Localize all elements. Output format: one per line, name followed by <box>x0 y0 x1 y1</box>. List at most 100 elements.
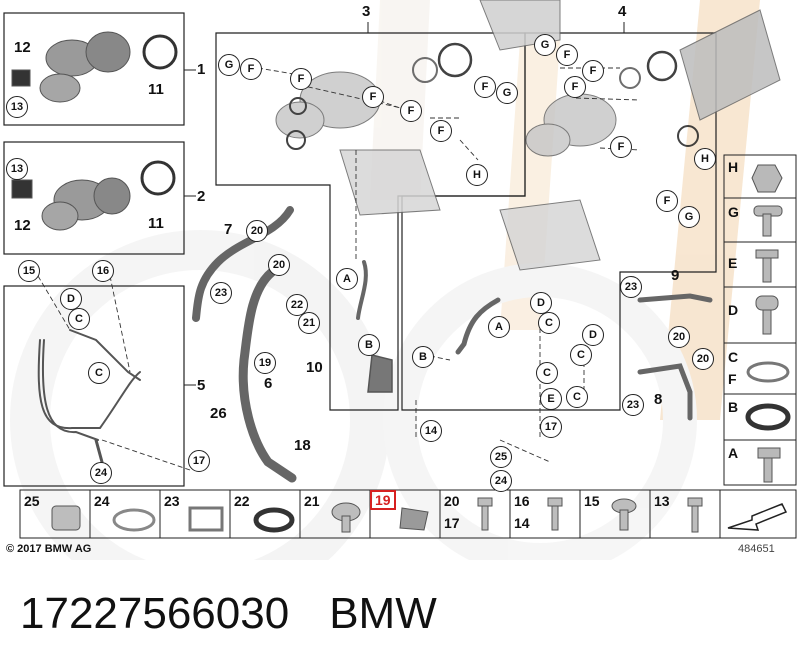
callout-number: 21 <box>298 312 320 334</box>
group-label: 9 <box>671 267 680 284</box>
callout-number: 20 <box>668 326 690 348</box>
callout-letter: A <box>488 316 510 338</box>
side-legend-key: D <box>728 302 739 318</box>
callout-letter: G <box>218 54 240 76</box>
side-legend-key: B <box>728 399 739 415</box>
oil-pipes-drawing <box>37 206 713 483</box>
callout-number: 17 <box>540 416 562 438</box>
bottom-cell-key: 16 <box>514 493 530 509</box>
bottom-cell-key-selected[interactable]: 19 <box>370 490 396 510</box>
bottom-cell-key: 24 <box>94 493 110 509</box>
group-label: 8 <box>654 391 663 408</box>
diagram-id: 484651 <box>738 543 775 555</box>
bottom-cell-key: 25 <box>24 493 40 509</box>
bottom-cell-key: 21 <box>304 493 320 509</box>
callout-number: 13 <box>6 96 28 118</box>
bottom-cell-key: 20 <box>444 493 460 509</box>
side-legend-key-sub: F <box>728 371 737 387</box>
group-label: 1 <box>197 61 206 78</box>
part-label: 18 <box>294 437 311 454</box>
callout-letter: F <box>474 76 496 98</box>
callout-number: 23 <box>620 276 642 298</box>
callout-number: 20 <box>268 254 290 276</box>
callout-number: 23 <box>210 282 232 304</box>
side-legend-parts <box>745 164 791 483</box>
callout-letter: F <box>582 60 604 82</box>
callout-letter: C <box>536 362 558 384</box>
bottom-cell-key: 23 <box>164 493 180 509</box>
callout-letter: D <box>60 288 82 310</box>
callout-number: 23 <box>622 394 644 416</box>
callout-number: 20 <box>692 348 714 370</box>
callout-letter: F <box>240 58 262 80</box>
callout-number: 14 <box>420 420 442 442</box>
part-label: 12 <box>14 39 31 56</box>
callout-letter: F <box>556 44 578 66</box>
callout-letter: F <box>400 100 422 122</box>
turbocharger-3-drawing <box>275 0 561 216</box>
callout-letter: G <box>678 206 700 228</box>
caption: 17227566030 BMW <box>20 592 477 636</box>
callout-number: 13 <box>6 158 28 180</box>
side-legend-key: E <box>728 255 738 271</box>
callout-letter: H <box>466 164 488 186</box>
group-label: 6 <box>264 375 273 392</box>
callout-number: 15 <box>18 260 40 282</box>
turbocharger-4-drawing <box>499 9 781 271</box>
callout-number: 25 <box>490 446 512 468</box>
parts-diagram: 1 2 3 4 5 6 7 8 9 10 11 11 12 12 18 26 1… <box>3 0 797 610</box>
callout-number: 20 <box>246 220 268 242</box>
part-number: 17227566030 <box>20 589 290 638</box>
leader-lines <box>37 67 641 471</box>
callout-letter: D <box>530 292 552 314</box>
turbocharger-2-drawing <box>11 160 176 231</box>
group-label: 5 <box>197 377 206 394</box>
bottom-row-parts <box>51 497 788 533</box>
side-legend-key: G <box>728 204 739 220</box>
bottom-cell-key: 13 <box>654 493 670 509</box>
callout-letter: G <box>496 82 518 104</box>
brand-name: BMW <box>329 589 437 638</box>
callout-letter: E <box>540 388 562 410</box>
callout-letter: D <box>582 324 604 346</box>
callout-number: 19 <box>254 352 276 374</box>
callout-number: 22 <box>286 294 308 316</box>
part-label: 12 <box>14 217 31 234</box>
callout-letter: F <box>656 190 678 212</box>
callout-letter: C <box>538 312 560 334</box>
group-5-frame <box>3 285 185 487</box>
callout-letter: F <box>430 120 452 142</box>
copyright-text: © 2017 BMW AG <box>6 543 92 555</box>
bottom-cell-key: 22 <box>234 493 250 509</box>
callout-letter: F <box>564 76 586 98</box>
bottom-cell-key: 15 <box>584 493 600 509</box>
group-1-frame <box>3 12 185 126</box>
side-legend-key: A <box>728 445 739 461</box>
callout-letter: B <box>358 334 380 356</box>
callout-letter: G <box>534 34 556 56</box>
group-label: 2 <box>197 188 206 205</box>
callout-number: 16 <box>92 260 114 282</box>
side-legend-key: H <box>728 159 739 175</box>
callout-letter: B <box>412 346 434 368</box>
group-label: 7 <box>224 221 233 238</box>
bottom-cell-key-sub: 17 <box>444 515 460 531</box>
side-legend-grid <box>723 154 797 486</box>
group-2-frame <box>3 141 185 255</box>
group-label: 10 <box>306 359 323 376</box>
callout-letter: C <box>68 308 90 330</box>
turbocharger-1-drawing <box>11 31 178 103</box>
callout-letter: F <box>290 68 312 90</box>
callout-number: 17 <box>188 450 210 472</box>
callout-letter: C <box>88 362 110 384</box>
callout-letter: H <box>694 148 716 170</box>
bottom-cell-key-sub: 14 <box>514 515 530 531</box>
callout-number: 24 <box>90 462 112 484</box>
side-legend-key: C <box>728 349 739 365</box>
callout-number: 24 <box>490 470 512 492</box>
callout-letter: F <box>362 86 384 108</box>
diagram-drawing <box>3 0 797 610</box>
group-label: 3 <box>362 3 371 20</box>
group-4-frame <box>401 32 717 411</box>
callout-letter: F <box>610 136 632 158</box>
